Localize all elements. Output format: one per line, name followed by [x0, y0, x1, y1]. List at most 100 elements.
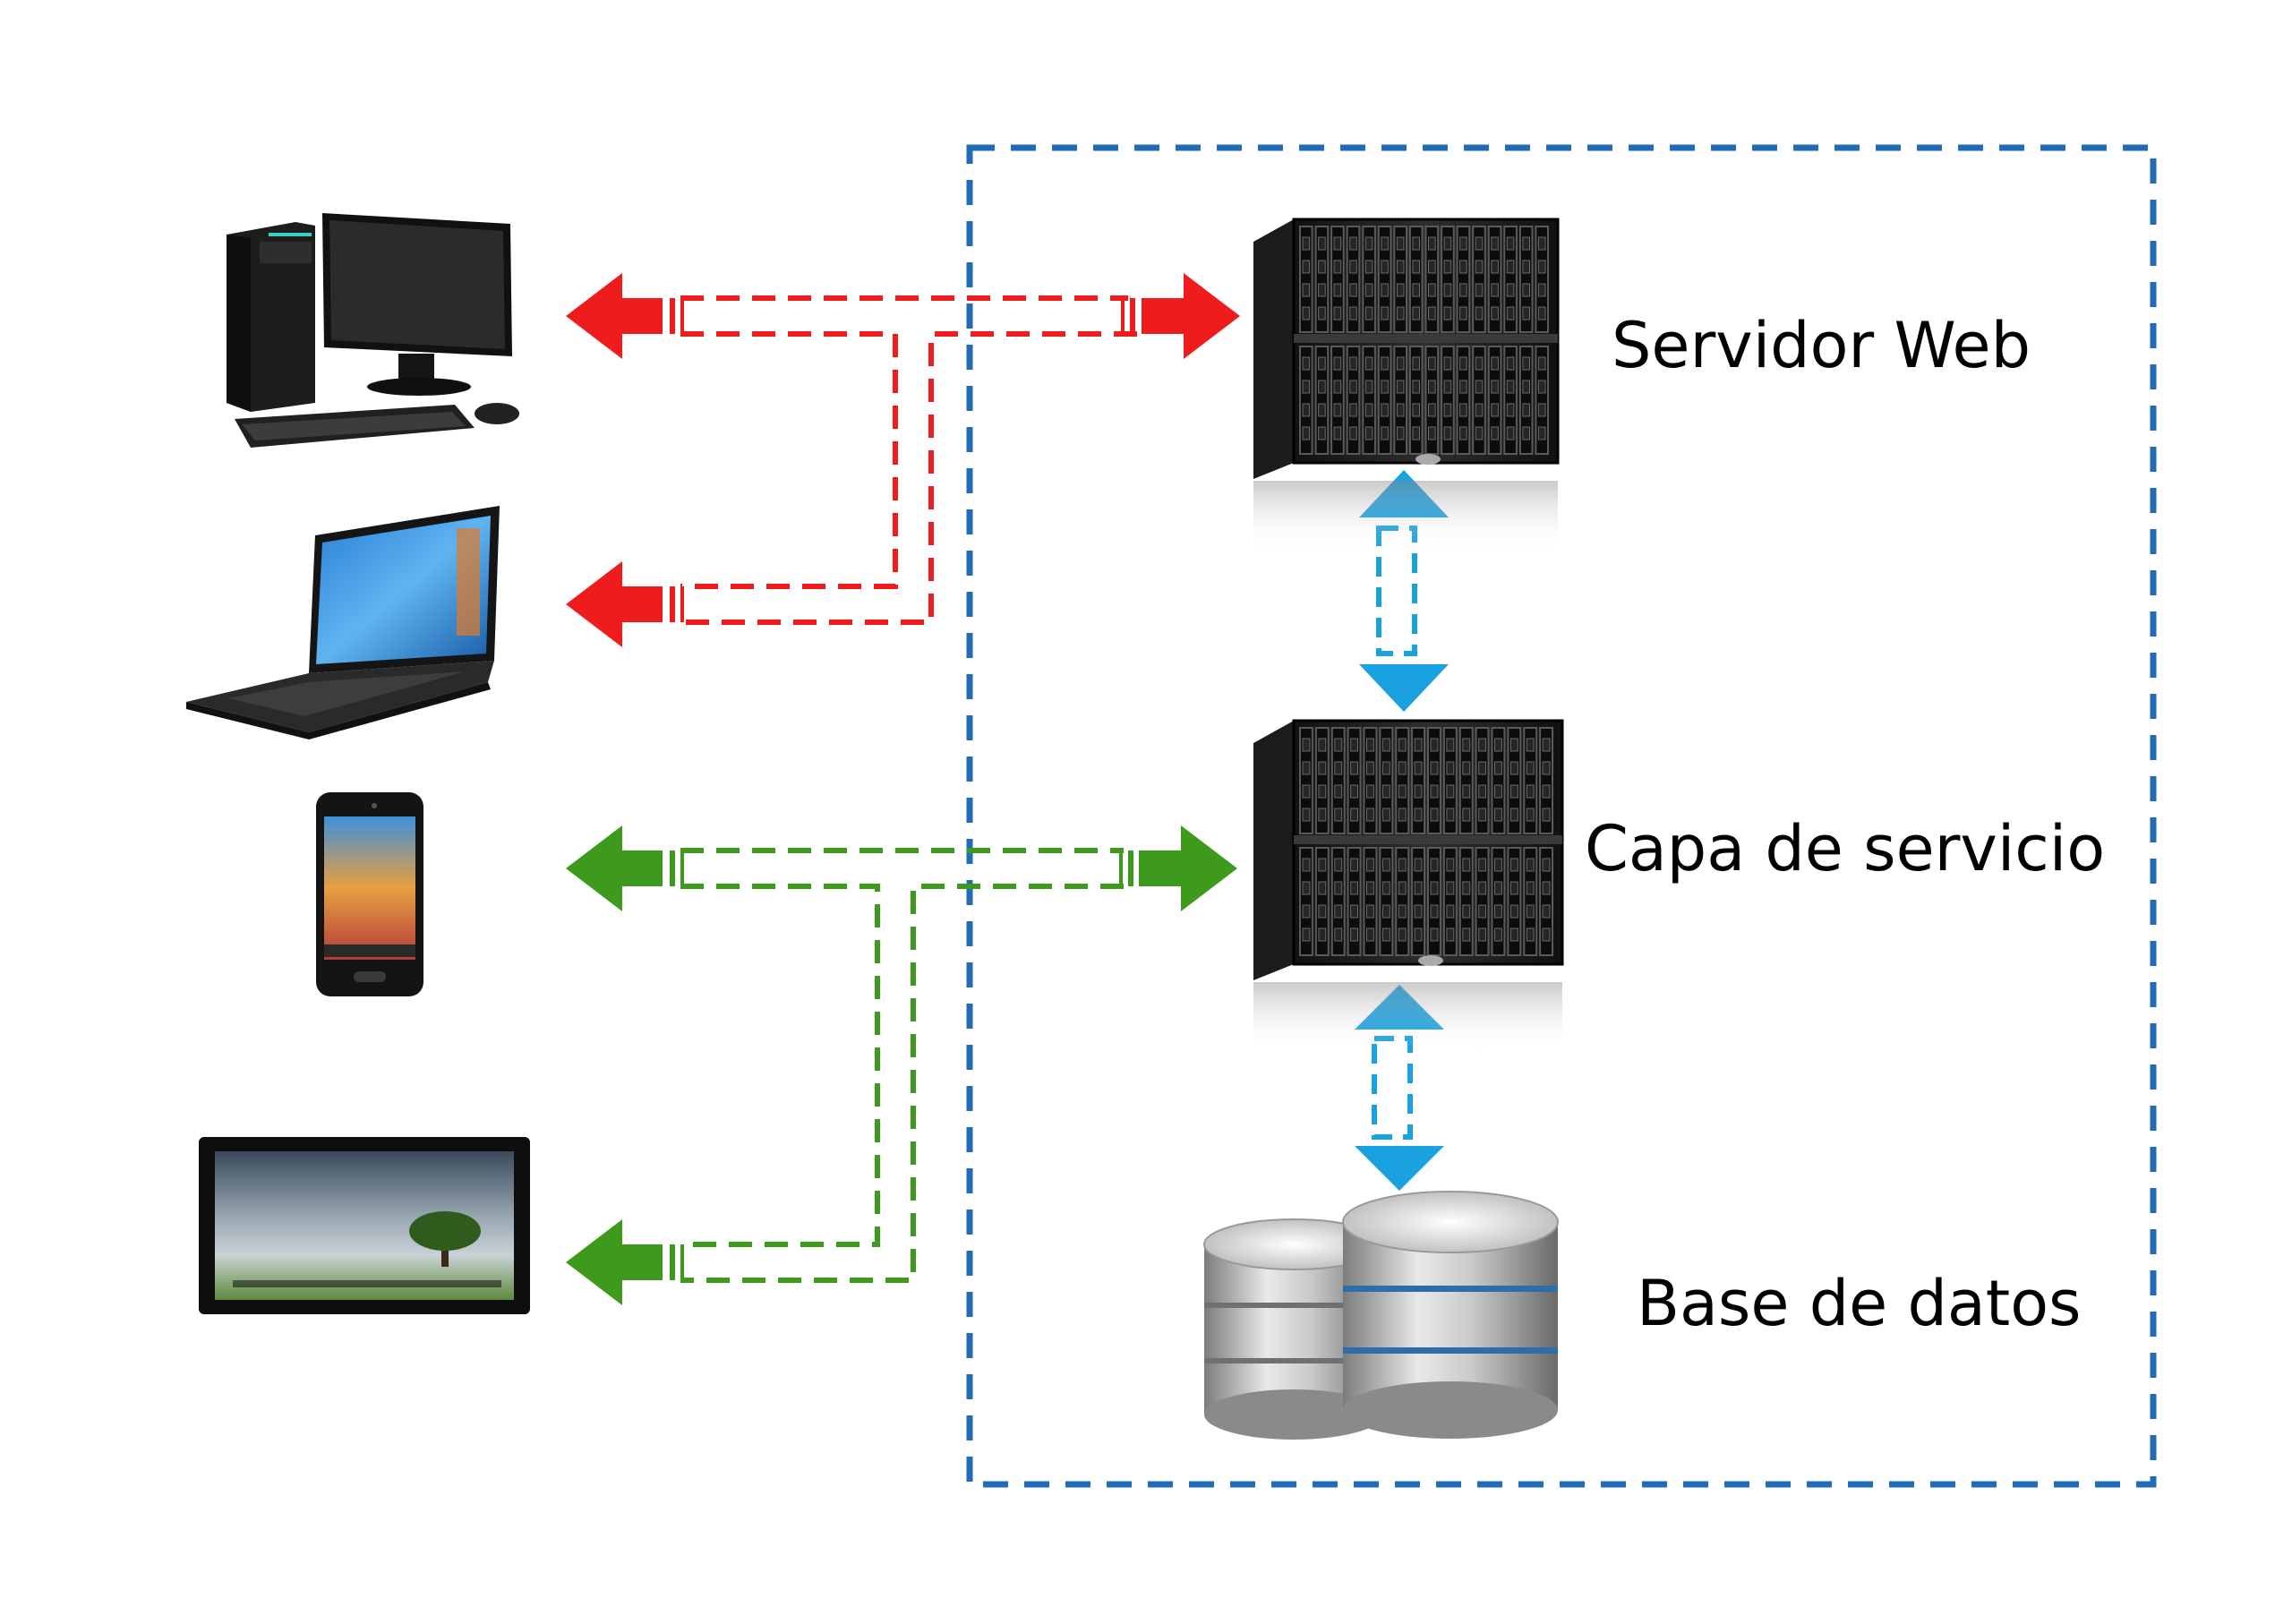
server-blade-vent: [1334, 784, 1343, 799]
server-blade-vent: [1364, 260, 1373, 274]
server-blade-vent: [1428, 236, 1436, 251]
laptop-icon: [186, 506, 500, 739]
service-layer-label: Capa de servicio: [1585, 812, 2105, 885]
server-blade-vent: [1459, 356, 1467, 371]
server-blade-vent: [1462, 858, 1471, 872]
database-label: Base de datos: [1637, 1267, 2082, 1340]
server-blade-vent: [1428, 356, 1436, 371]
server-blade-vent: [1318, 858, 1327, 872]
server-blade-vent: [1494, 738, 1502, 752]
server-blade-vent: [1526, 858, 1535, 872]
server-blade-slot: [1363, 727, 1378, 834]
server-blade-slot: [1518, 226, 1534, 333]
server-blade-vent: [1443, 306, 1452, 321]
server-blade-vent: [1522, 236, 1530, 251]
green-arrow-service-layer: [1119, 825, 1237, 911]
server-blade-vent: [1318, 403, 1326, 417]
server-blade-vent: [1542, 784, 1551, 799]
server-blade-vent: [1443, 236, 1452, 251]
server-blade-slot: [1330, 226, 1345, 333]
server-blade-vent: [1398, 881, 1407, 895]
server-blade-slot: [1458, 727, 1474, 834]
server-blade-slot: [1539, 727, 1554, 834]
server-blade-vent: [1475, 283, 1484, 297]
server-blade-vent: [1443, 260, 1452, 274]
server-blade-vent: [1318, 904, 1327, 919]
server-blade-vent: [1491, 236, 1499, 251]
server-blade-vent: [1522, 403, 1530, 417]
server-blade-vent: [1522, 260, 1530, 274]
server-blade-vent: [1446, 858, 1455, 872]
server-blade-vent: [1542, 881, 1551, 895]
server-blade-vent: [1478, 808, 1487, 822]
server-blade-vent: [1459, 306, 1467, 321]
server-blade-vent: [1522, 426, 1530, 440]
server-blade-vent: [1459, 380, 1467, 394]
server-blade-vent: [1318, 236, 1326, 251]
server-blade-vent: [1396, 283, 1405, 297]
server-blade-vent: [1462, 881, 1471, 895]
server-blade-vent: [1396, 306, 1405, 321]
server-blade-vent: [1396, 236, 1405, 251]
server-blade-vent: [1412, 306, 1420, 321]
server-blade-vent: [1381, 356, 1389, 371]
server-blade-slot: [1346, 226, 1361, 333]
server-blade-slot: [1503, 226, 1518, 333]
server-blade-vent: [1526, 904, 1535, 919]
server-blade-vent: [1381, 738, 1390, 752]
server-blade-vent: [1364, 306, 1373, 321]
server-blade-vent: [1526, 784, 1535, 799]
server-blade-vent: [1302, 927, 1311, 942]
server-blade-vent: [1396, 356, 1405, 371]
server-blade-vent: [1446, 738, 1455, 752]
server-blade-vent: [1509, 904, 1518, 919]
server-blade-slot: [1456, 226, 1471, 333]
server-blade-vent: [1475, 260, 1484, 274]
server-blade-vent: [1446, 761, 1455, 775]
server-blade-vent: [1318, 927, 1327, 942]
server-blade-vent: [1509, 738, 1518, 752]
server-blade-vent: [1537, 380, 1546, 394]
server-blade-vent: [1349, 403, 1357, 417]
server-blade-slot: [1491, 727, 1506, 834]
server-blade-vent: [1475, 426, 1484, 440]
server-blade-vent: [1333, 306, 1342, 321]
server-blade-vent: [1318, 260, 1326, 274]
green-client-links: [680, 848, 1124, 1283]
system-boundary-box: [966, 144, 2157, 1488]
server-blade-vent: [1302, 904, 1311, 919]
server-blade-vent: [1526, 881, 1535, 895]
server-blade-vent: [1364, 283, 1373, 297]
server-blade-vent: [1542, 761, 1551, 775]
server-blade-vent: [1430, 808, 1439, 822]
server-blade-vent: [1333, 283, 1342, 297]
server-blade-vent: [1537, 260, 1546, 274]
server-blade-vent: [1398, 784, 1407, 799]
server-blade-vent: [1414, 858, 1423, 872]
server-blade-vent: [1350, 881, 1358, 895]
server-blade-vent: [1364, 403, 1373, 417]
server-blade-vent: [1494, 927, 1502, 942]
server-blade-vent: [1506, 260, 1515, 274]
server-blade-vent: [1302, 236, 1311, 251]
server-blade-slot: [1507, 727, 1522, 834]
server-blade-vent: [1443, 283, 1452, 297]
server-blade-vent: [1398, 904, 1407, 919]
server-blade-vent: [1494, 904, 1502, 919]
server-blade-slot: [1379, 727, 1394, 834]
server-blade-vent: [1302, 761, 1311, 775]
server-blade-vent: [1334, 904, 1343, 919]
server-blade-vent: [1542, 738, 1551, 752]
server-blade-vent: [1509, 808, 1518, 822]
server-blade-vent: [1396, 403, 1405, 417]
server-blade-vent: [1446, 904, 1455, 919]
server-blade-vent: [1398, 858, 1407, 872]
server-blade-vent: [1333, 236, 1342, 251]
server-blade-vent: [1526, 738, 1535, 752]
server-blade-vent: [1428, 283, 1436, 297]
server-blade-slot: [1442, 727, 1458, 834]
server-blade-slot: [1535, 226, 1549, 333]
server-blade-vent: [1494, 858, 1502, 872]
